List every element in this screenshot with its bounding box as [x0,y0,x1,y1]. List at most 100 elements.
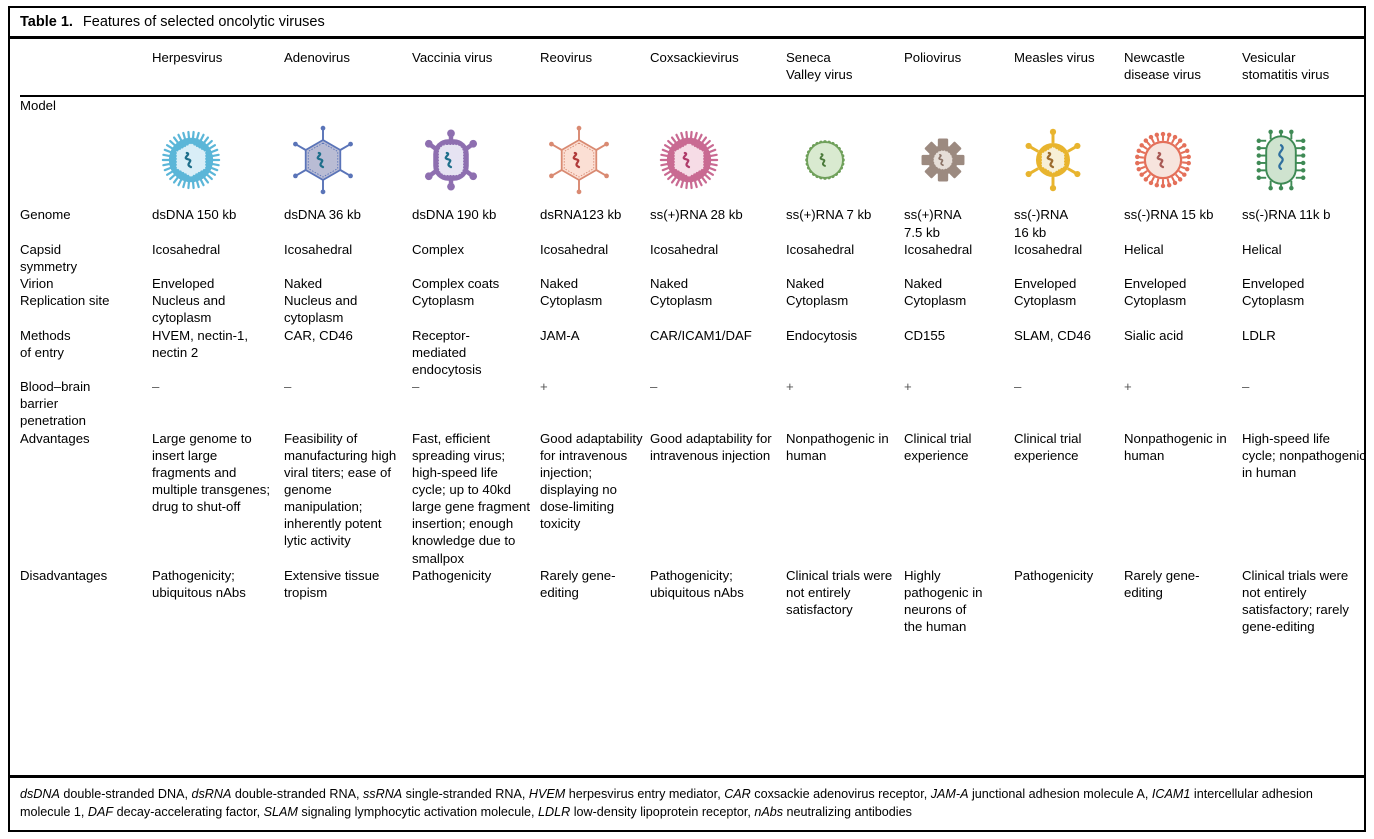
cell-replication_site-seneca: Cytoplasm [786,293,849,309]
cell-virion-seneca: Naked [786,276,825,292]
table-header-row: Herpesvirus Adenovirus Vaccinia virus Re… [20,39,1364,95]
cell-methods_of_entry-reo: JAM-A [540,327,580,343]
cell-disadvantages-herpes: Pathogenicity; ubiquitous nAbs [152,567,246,600]
table-row-disadvantages: Disadvantages Pathogenicity; ubiquitous n… [20,567,1364,636]
cell-advantages-herpes: Large genome to insert large fragments a… [152,430,271,515]
cell-genome-adeno: dsDNA 36 kb [284,207,361,223]
cell-methods_of_entry-measles: SLAM, CD46 [1014,327,1091,343]
cell-disadvantages-cox: Pathogenicity; ubiquitous nAbs [650,567,744,600]
cell-methods_of_entry-seneca: Endocytosis [786,327,858,343]
cell-genome-reo: dsRNA123 kb [540,207,622,223]
cell-bbb_penetration-adeno: – [284,379,292,395]
model-icon-cell-seneca [786,114,904,206]
header-cell-reovirus: Reovirus [540,50,593,65]
model-icon-cell-poliovirus [904,114,1014,206]
cell-advantages-polio: Clinical trial experience [904,430,972,463]
cell-methods_of_entry-polio: CD155 [904,327,946,343]
table-title: Features of selected oncolytic viruses [82,14,325,30]
cell-bbb_penetration-herpes: – [152,379,160,395]
newcastle-disease-virus-icon [1124,116,1202,204]
row-label-disadvantages: Disadvantages [20,567,108,583]
header-cell-coxsackievirus: Coxsackievirus [650,50,739,65]
cell-methods_of_entry-newcastle: Sialic acid [1124,327,1184,343]
model-icon-cell-vsv [1242,114,1364,206]
cell-disadvantages-seneca: Clinical trials were not entirely satisf… [786,567,893,618]
cell-replication_site-measles: Cytoplasm [1014,293,1077,309]
cell-capsid_symmetry-seneca: Icosahedral [786,241,855,257]
cell-disadvantages-vaccinia: Pathogenicity [412,567,492,583]
cell-replication_site-reo: Cytoplasm [540,293,603,309]
model-icons-spacer [20,114,152,206]
cell-methods_of_entry-cox: CAR/ICAM1/DAF [650,327,752,343]
cell-capsid_symmetry-polio: Icosahedral [904,241,973,257]
cell-genome-vsv: ss(-)RNA 11k b [1242,207,1331,223]
cell-bbb_penetration-vaccinia: – [412,379,420,395]
cell-bbb_penetration-measles: – [1014,379,1022,395]
cell-advantages-cox: Good adaptability for intravenous inject… [650,430,772,463]
cell-replication_site-newcastle: Cytoplasm [1124,293,1187,309]
table-body-region: Herpesvirus Adenovirus Vaccinia virus Re… [10,39,1364,770]
cell-disadvantages-adeno: Extensive tissue tropism [284,567,380,600]
header-cell-vaccinia-virus: Vaccinia virus [412,50,493,65]
cell-virion-cox: Naked [650,276,689,292]
table-row-model-icons [20,114,1364,206]
cell-capsid_symmetry-newcastle: Helical [1124,241,1164,257]
vesicular-stomatitis-virus-icon [1242,116,1320,204]
cell-replication_site-polio: Cytoplasm [904,293,967,309]
cell-advantages-adeno: Feasibility of manufacturing high viral … [284,430,397,549]
header-cell-poliovirus: Poliovirus [904,50,962,65]
model-icon-cell-reovirus [540,114,650,206]
footnote-term: nAbs [754,805,784,820]
seneca-valley-virus-icon [786,116,864,204]
cell-capsid_symmetry-vsv: Helical [1242,241,1282,257]
cell-bbb_penetration-cox: – [650,379,658,395]
cell-advantages-vsv: High-speed life cycle; nonpathogenic in … [1242,430,1364,480]
model-icon-cell-vaccinia [412,114,540,206]
model-icon-cell-herpesvirus [152,114,284,206]
reovirus-icon [540,116,618,204]
footnote-text: dsDNA double-stranded DNA, dsRNA double-… [20,787,1313,820]
cell-genome-cox: ss(+)RNA 28 kb [650,207,743,223]
cell-disadvantages-newcastle: Rarely gene-editing [1124,567,1200,600]
cell-capsid_symmetry-reo: Icosahedral [540,241,609,257]
row-label-virion: Virion [20,276,54,292]
row-label-genome: Genome [20,207,71,223]
header-cell-adenovirus: Adenovirus [284,50,350,65]
cell-bbb_penetration-reo: + [540,379,548,395]
cell-capsid_symmetry-vaccinia: Complex [412,241,465,257]
table-caption: Table 1.Features of selected oncolytic v… [10,8,1364,39]
model-icon-cell-measles [1014,114,1124,206]
cell-bbb_penetration-seneca: + [786,379,794,395]
cell-advantages-newcastle: Nonpathogenic in human [1124,430,1227,463]
cell-disadvantages-reo: Rarely gene-editing [540,567,616,600]
vaccinia-virus-icon [412,116,490,204]
cell-methods_of_entry-herpes: HVEM, nectin-1,nectin 2 [152,327,249,360]
features-table: Herpesvirus Adenovirus Vaccinia virus Re… [20,39,1364,635]
model-icon-cell-adenovirus [284,114,412,206]
adenovirus-icon [284,116,362,204]
header-cell-blank [20,39,152,95]
cell-virion-newcastle: Enveloped [1124,276,1187,292]
footnote-term: DAF [87,805,114,820]
footnote-term: CAR [724,787,751,802]
row-label-replication_site: Replication site [20,293,110,309]
cell-capsid_symmetry-measles: Icosahedral [1014,241,1083,257]
cell-capsid_symmetry-adeno: Icosahedral [284,241,353,257]
cell-capsid_symmetry-herpes: Icosahedral [152,241,221,257]
cell-virion-vsv: Enveloped [1242,276,1305,292]
cell-capsid_symmetry-cox: Icosahedral [650,241,719,257]
